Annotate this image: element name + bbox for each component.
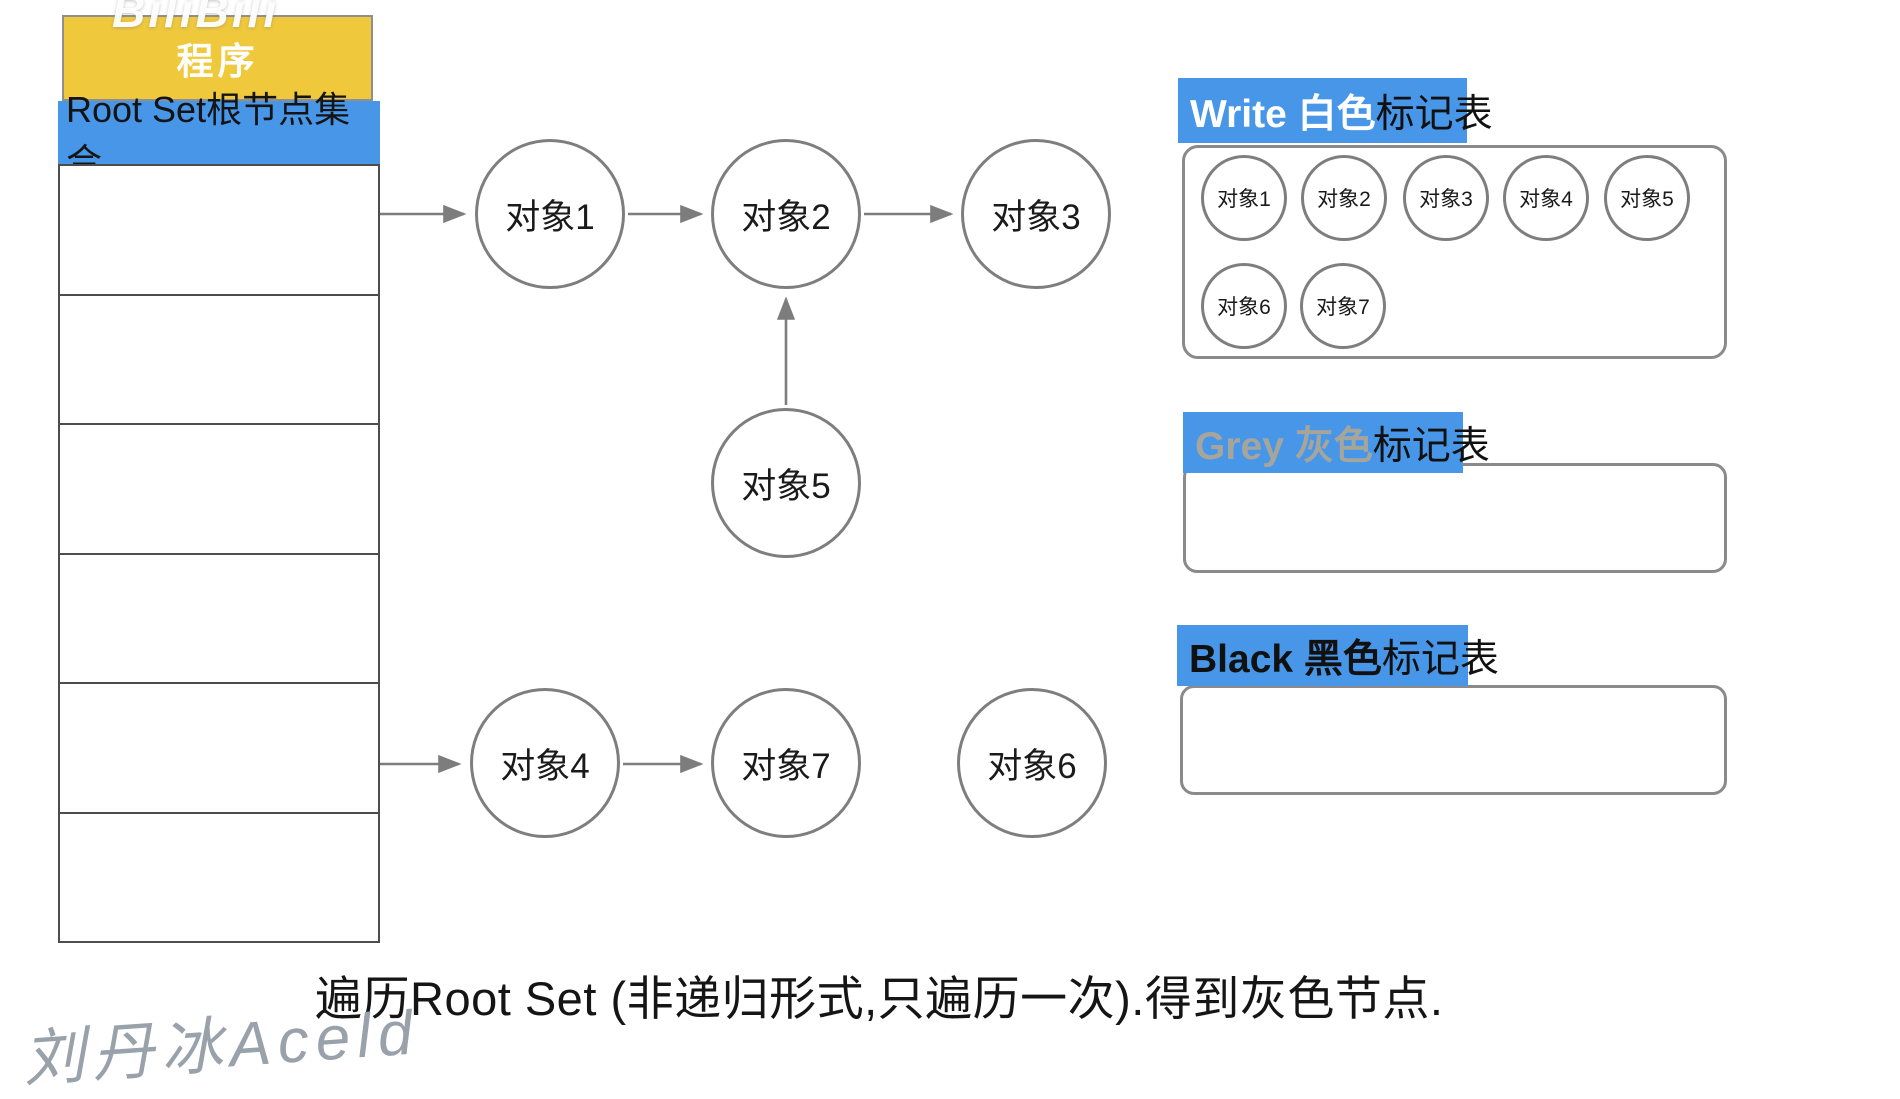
black-table-title: Black 黑色标记表 — [1177, 625, 1499, 686]
stack-empty-cell — [60, 814, 378, 942]
stack-empty-cell — [60, 166, 378, 296]
grey-table-title: Grey 灰色标记表 — [1183, 412, 1490, 473]
black-table-box — [1180, 685, 1727, 795]
white-table-object2: 对象2 — [1301, 155, 1387, 241]
caption-text: 遍历Root Set (非递归形式,只遍历一次).得到灰色节点. — [315, 972, 1444, 1025]
graph-node-object2: 对象2 — [711, 139, 861, 289]
white-table-object5: 对象5 — [1604, 155, 1690, 241]
black-table-title-zh: 标记表 — [1381, 637, 1499, 681]
stack-empty-cell — [60, 296, 378, 425]
white-table-object6: 对象6 — [1201, 263, 1287, 349]
program-header: 程序 — [62, 15, 373, 101]
white-table-object4: 对象4 — [1503, 155, 1589, 241]
grey-table-title-en: Grey 灰色 — [1195, 424, 1373, 468]
white-table-title: Write 白色标记表 — [1178, 78, 1493, 143]
video-frame-gc-tricolor-diagram: { "program_stack": { "header_label": "程序… — [20, 0, 1727, 1095]
program-stack-table — [58, 164, 380, 943]
author-watermark: 刘丹冰Aceld — [20, 998, 422, 1095]
white-table-title-en: Write 白色 — [1190, 92, 1376, 136]
graph-node-object4: 对象4 — [470, 688, 620, 838]
graph-node-object3: 对象3 — [961, 139, 1111, 289]
black-table-title-en: Black 黑色 — [1189, 637, 1382, 681]
stack-empty-cell — [60, 555, 378, 684]
white-table-object1: 对象1 — [1201, 155, 1287, 241]
grey-table-title-zh: 标记表 — [1372, 424, 1490, 468]
stack-empty-cell — [60, 425, 378, 555]
graph-node-object7: 对象7 — [711, 688, 861, 838]
white-table-object3: 对象3 — [1403, 155, 1489, 241]
white-table-object7: 对象7 — [1300, 263, 1386, 349]
stack-empty-cell — [60, 684, 378, 814]
grey-table-box — [1183, 463, 1727, 573]
bilibili-watermark: BiliBili — [112, 0, 280, 37]
graph-node-object1: 对象1 — [475, 139, 625, 289]
white-table-title-zh: 标记表 — [1375, 92, 1493, 136]
graph-node-object5: 对象5 — [711, 408, 861, 558]
graph-node-object6: 对象6 — [957, 688, 1107, 838]
root-set-header: Root Set根节点集合 — [58, 89, 380, 182]
